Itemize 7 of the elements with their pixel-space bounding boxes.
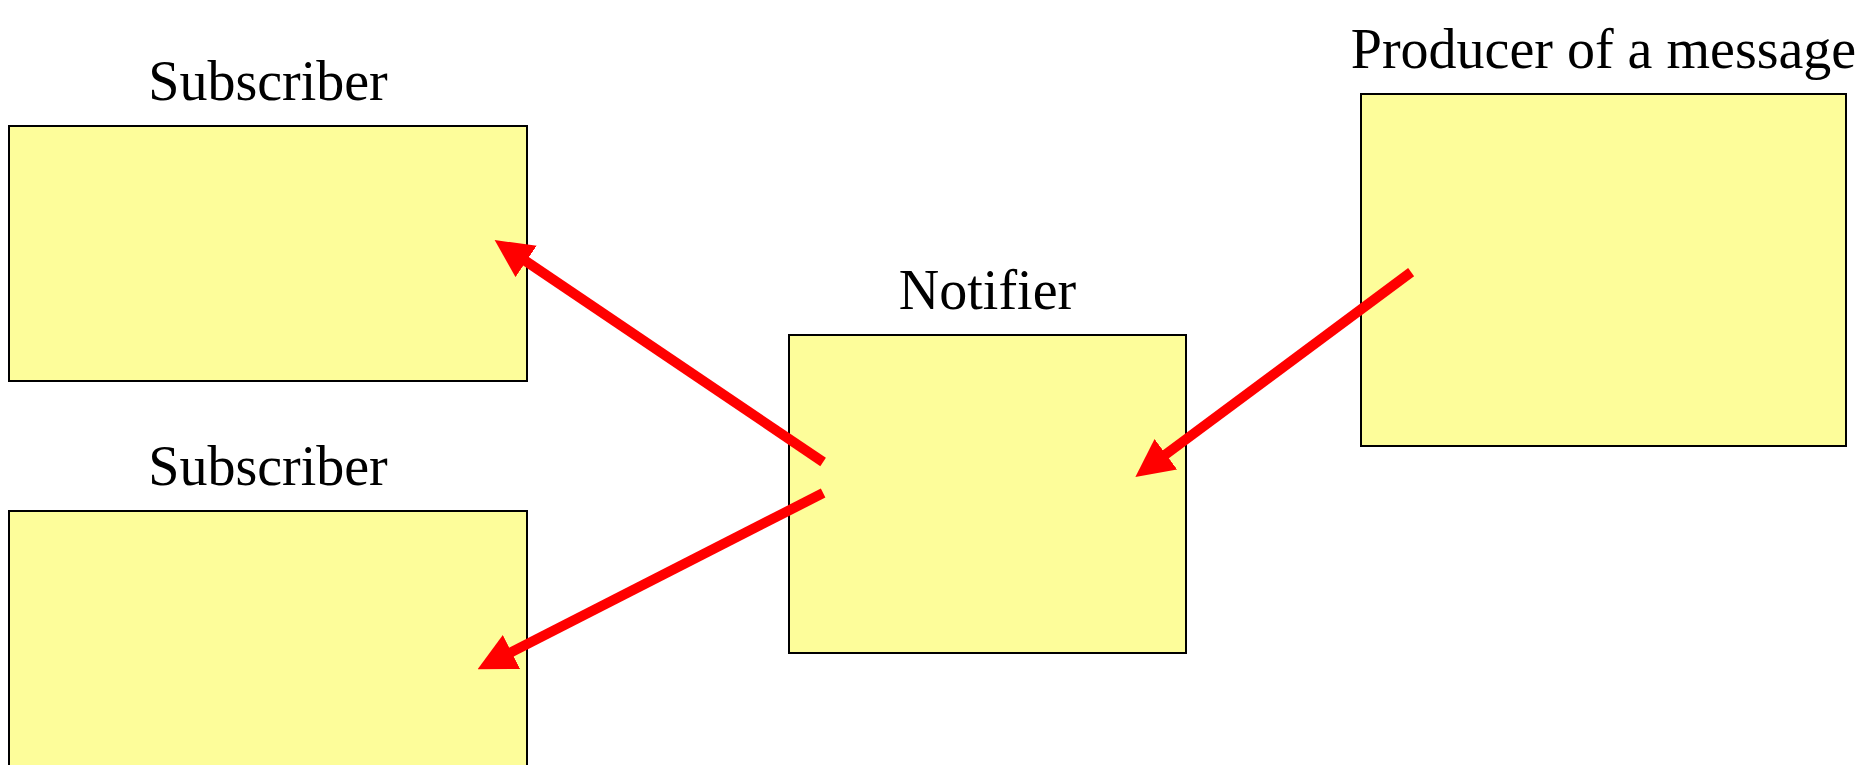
arrow (477, 488, 826, 670)
node-label: Producer of a message (1350, 19, 1857, 79)
arrow (1135, 268, 1415, 477)
node-label: Subscriber (148, 436, 388, 496)
node-label: Subscriber (148, 51, 388, 111)
arrow (494, 240, 826, 467)
node-label: Notifier (898, 260, 1077, 320)
